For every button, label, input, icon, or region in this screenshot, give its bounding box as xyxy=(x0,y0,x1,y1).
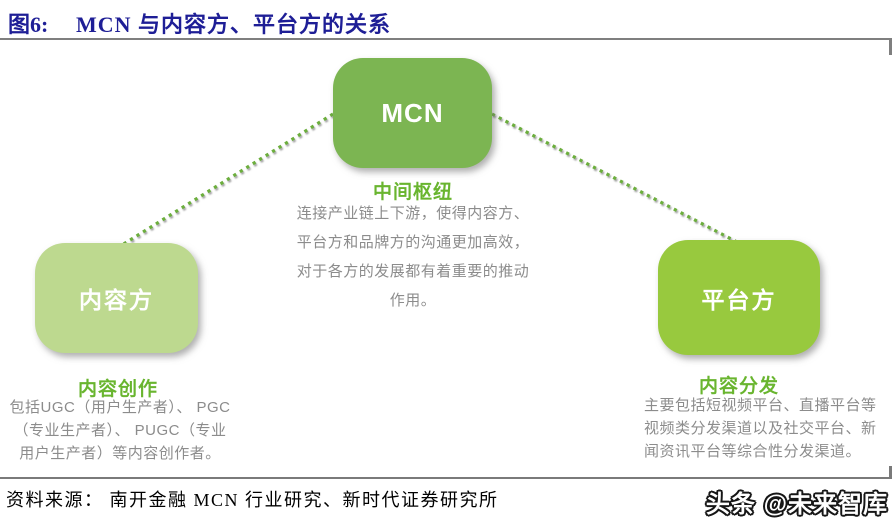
figure-bottom-rule-end-tick xyxy=(889,466,892,478)
figure-top-rule-end-tick xyxy=(889,38,892,55)
node-mcn-subtitle: 中间枢纽 xyxy=(372,182,453,203)
node-platform-party-description: 主要包括短视频平台、直播平台等视频类分发渠道以及社交平台、新闻资讯平台等综合性分… xyxy=(644,397,877,460)
node-content-party-subtitle: 内容创作 xyxy=(77,379,158,400)
node-content-party-description: 包括UGC（用户生产者）、 PGC（专业生产者）、 PUGC（专业用户生产者）等… xyxy=(9,399,231,462)
node-platform-party-subtitle: 内容分发 xyxy=(698,376,779,397)
watermark-text: 头条 @未来智库 xyxy=(705,491,888,518)
node-content-party-label: 内容方 xyxy=(79,287,154,313)
node-mcn-description: 连接产业链上下游，使得内容方、平台方和品牌方的沟通更加高效，对于各方的发展都有着… xyxy=(296,205,530,309)
figure-title: MCN 与内容方、平台方的关系 xyxy=(76,12,392,37)
node-content-party: 内容方 xyxy=(35,243,198,353)
figure-bottom-rule xyxy=(0,477,892,479)
node-platform-party-label: 平台方 xyxy=(701,286,777,313)
source-note: 资料来源： 南开金融 MCN 行业研究、新时代证券研究所 xyxy=(6,490,499,510)
node-mcn-label: MCN xyxy=(381,97,444,128)
figure-number-label: 图6: xyxy=(8,12,49,37)
node-platform-party: 平台方 xyxy=(658,240,820,355)
figure-top-rule xyxy=(0,38,892,40)
node-mcn: MCN xyxy=(333,58,492,168)
